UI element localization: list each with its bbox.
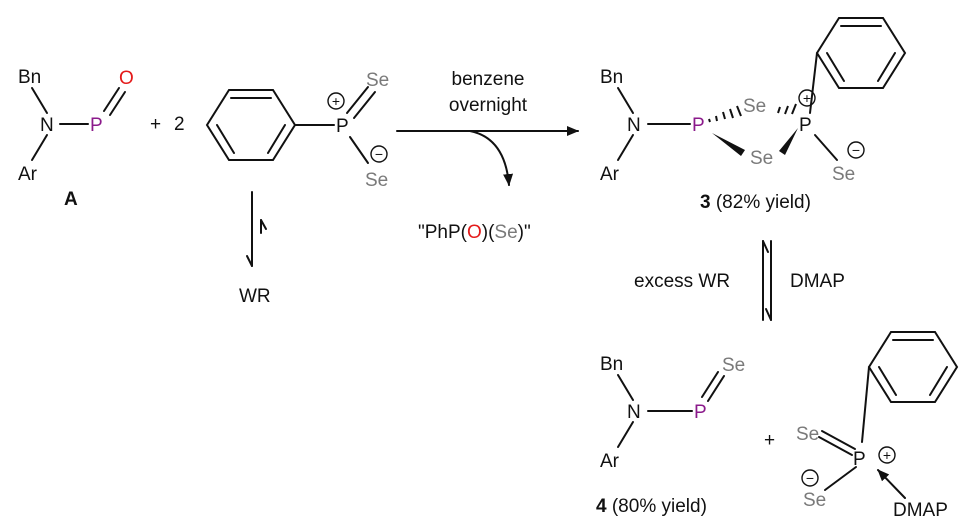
minus-charge-symbol: −	[375, 146, 383, 162]
atom-ar: Ar	[600, 451, 620, 472]
bond-bn-n	[617, 87, 634, 114]
bond-p-se-single	[349, 136, 369, 164]
atom-bn: Bn	[600, 354, 623, 375]
condition-solvent: benzene	[452, 69, 525, 90]
bond-n-ar	[31, 134, 48, 161]
minus-charge-symbol: −	[806, 470, 814, 486]
plus-charge	[327, 92, 345, 110]
benzene-ring	[205, 89, 297, 161]
equilibrium-right-label: DMAP	[790, 271, 845, 292]
plus-charge	[798, 89, 816, 107]
byproduct-curved-arrow	[469, 130, 514, 186]
bond-se-p-double-1	[821, 430, 856, 450]
plus-sign-bottom: +	[764, 430, 775, 451]
wedge-bond-left	[712, 133, 745, 156]
minus-charge-symbol: −	[852, 142, 860, 158]
bond-p-o-1	[103, 87, 120, 112]
bond-se-p-double-2	[818, 436, 853, 456]
phenyl-p-se2-reagent: P + Se − Se	[205, 70, 389, 191]
atom-ar: Ar	[18, 164, 38, 185]
bond-p-o-2	[109, 91, 126, 116]
plus-charge	[878, 446, 896, 464]
atom-n: N	[40, 115, 54, 136]
wr-equilibrium: WR	[239, 191, 271, 307]
condition-time: overnight	[449, 95, 528, 116]
equilibrium-arrows: excess WR DMAP	[634, 240, 845, 321]
benzene-ring	[815, 17, 907, 89]
plus-charge-symbol: +	[803, 90, 811, 106]
bond-p-se-2	[707, 375, 725, 402]
bond-p-se-1	[701, 371, 719, 398]
hashed-bond-right	[777, 103, 797, 115]
plus-charge-symbol: +	[883, 447, 891, 463]
atom-se-bridge-bottom: Se	[750, 148, 773, 169]
atom-ar: Ar	[600, 164, 620, 185]
dmap-dative-arrow	[877, 469, 906, 499]
hashed-bond-left	[708, 105, 742, 123]
bond-p-se-double-2	[353, 91, 376, 119]
byproduct-label: "PhP(O)(Se)"	[418, 222, 531, 243]
atom-p: P	[336, 116, 349, 137]
product-3-label: 3 (82% yield)	[700, 192, 811, 213]
atom-se-top: Se	[366, 70, 389, 91]
coefficient-2: 2	[174, 114, 185, 135]
product-3: Bn N Ar P Se Se P + −	[600, 17, 907, 213]
atom-bn: Bn	[18, 67, 41, 88]
minus-charge	[847, 141, 865, 159]
atom-se-single: Se	[803, 490, 826, 511]
bond-bn-n	[617, 374, 634, 401]
atom-se-bridge-top: Se	[743, 96, 766, 117]
bond-p-se-single	[824, 466, 857, 491]
product-4: Bn N Ar P Se 4 (80% yield)	[596, 354, 745, 517]
bond-p-se	[814, 134, 838, 161]
forward-reaction-arrow: benzene overnight "PhP(O)(Se)"	[396, 69, 579, 243]
bond-ph-p	[809, 52, 818, 114]
atom-se: Se	[722, 355, 745, 376]
atom-bn: Bn	[600, 67, 623, 88]
product-4-label: 4 (80% yield)	[596, 496, 707, 517]
wr-label: WR	[239, 286, 271, 307]
bond-n-ar	[617, 421, 634, 448]
atom-p: P	[694, 402, 707, 423]
bond-ph-p	[861, 366, 870, 443]
minus-charge	[370, 145, 388, 163]
atom-se-terminal: Se	[832, 164, 855, 185]
benzene-ring	[867, 331, 959, 403]
atom-se-double: Se	[796, 424, 819, 445]
atom-p: P	[853, 449, 866, 470]
wedge-bond-right	[779, 128, 798, 155]
bond-n-ar	[617, 134, 634, 161]
plus-sign: +	[150, 114, 161, 135]
atom-o: O	[119, 68, 134, 89]
compound-a-label: A	[64, 189, 78, 210]
compound-a: Bn N Ar P O A	[18, 67, 134, 210]
atom-p: P	[90, 115, 103, 136]
atom-se-bottom: Se	[365, 170, 388, 191]
atom-n: N	[627, 402, 641, 423]
bond-bn-n	[31, 87, 48, 114]
equilibrium-left-label: excess WR	[634, 271, 730, 292]
atom-n: N	[627, 115, 641, 136]
dmap-adduct: Se P + − Se DMAP	[796, 331, 959, 521]
minus-charge	[801, 469, 819, 487]
atom-p-left: P	[692, 115, 705, 136]
dmap-label: DMAP	[893, 500, 948, 521]
plus-charge-symbol: +	[332, 93, 340, 109]
bond-p-se-double-1	[346, 86, 369, 114]
atom-p-right: P	[799, 115, 812, 136]
